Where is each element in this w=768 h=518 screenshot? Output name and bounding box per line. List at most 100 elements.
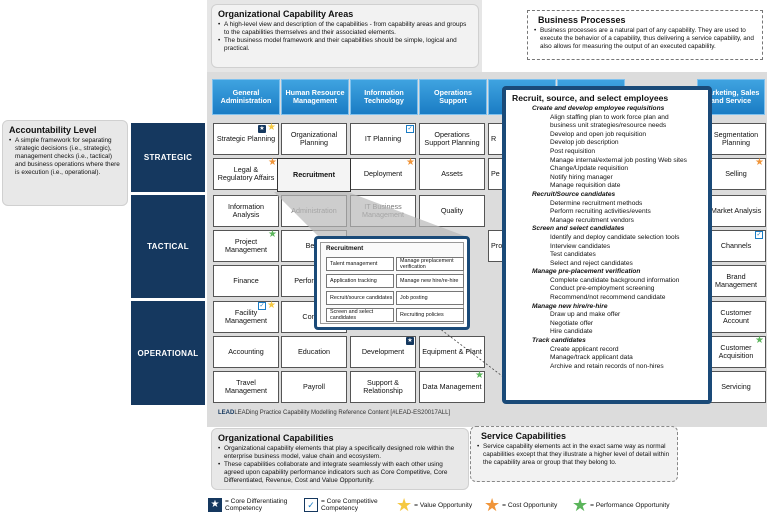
- process-list: Create and develop employee requisitions…: [506, 105, 708, 371]
- cell-payroll[interactable]: Payroll: [281, 371, 347, 403]
- performance-star-icon: ★: [475, 370, 484, 381]
- org-capabilities-bullet: These capabilities collaborate and integ…: [218, 461, 462, 485]
- process-step: Hire candidate: [550, 328, 593, 336]
- process-step: Develop and open job requisition: [550, 130, 647, 138]
- process-step: Complete candidate background informatio…: [550, 276, 680, 284]
- cell-development[interactable]: Development: [350, 336, 416, 368]
- row-band-strategic: STRATEGIC: [131, 123, 205, 192]
- org-capabilities-note: Organizational Capabilities Organization…: [211, 428, 469, 490]
- process-step: business unit strategies/resource needs: [550, 122, 667, 130]
- cell-it-planning[interactable]: IT Planning: [350, 123, 416, 155]
- star-icon: ★: [572, 495, 589, 515]
- column-header-general-administration[interactable]: General Administration: [212, 79, 280, 115]
- cell-legal-regulatory[interactable]: Legal & Regulatory Affairs: [213, 158, 279, 190]
- capability-areas-bullet: The business model framework and their c…: [218, 37, 472, 53]
- column-header-information-technology[interactable]: Information Technology: [350, 79, 418, 115]
- legend-core-competitive: ✓ = Core Competitive Competency: [304, 498, 391, 512]
- column-header-human-resource[interactable]: Human Resource Management: [281, 79, 349, 115]
- process-step: Identify and deploy candidate selection …: [550, 233, 680, 241]
- process-popup: Recruit, source, and select employees Cr…: [502, 86, 712, 404]
- recruitment-service-title: Recruitment: [326, 245, 364, 252]
- capability-areas-bullet: A high-level view and description of the…: [218, 21, 472, 37]
- cell-brand-management[interactable]: Brand Management: [706, 265, 766, 297]
- service-manage-preplacement[interactable]: Manage preplacement verification: [396, 257, 464, 271]
- footer-logo: LEAD: [218, 410, 235, 416]
- row-band-tactical: TACTICAL: [131, 195, 205, 298]
- process-popup-title: Recruit, source, and select employees: [512, 93, 669, 103]
- performance-star-icon: ★: [268, 229, 277, 240]
- process-step: Manage/track applicant data: [550, 354, 633, 362]
- core-competitive-icon: ✓: [755, 231, 763, 239]
- star-icon: ★: [396, 495, 413, 515]
- process-step: Perform recruiting activities/events: [550, 208, 651, 216]
- process-section: Recruit/Source candidates: [532, 190, 616, 198]
- cell-support-relationship[interactable]: Support & Relationship: [350, 371, 416, 403]
- cell-segmentation-planning[interactable]: Segmentation Planning: [706, 123, 766, 155]
- legend-label: = Value Opportunity: [414, 501, 473, 509]
- cell-strategic-planning[interactable]: Strategic Planning: [213, 123, 279, 155]
- legend-performance-opportunity: ★ = Performance Opportunity: [572, 495, 670, 515]
- org-capabilities-bullet: Organizational capability elements that …: [218, 445, 462, 461]
- value-star-icon: ★: [267, 122, 276, 133]
- cell-recruitment[interactable]: Recruitment: [277, 158, 351, 192]
- cell-information-analysis[interactable]: Information Analysis: [213, 195, 279, 227]
- star-icon: ★: [484, 495, 501, 515]
- row-band-operational: OPERATIONAL: [131, 301, 205, 405]
- cell-assets[interactable]: Assets: [419, 158, 485, 190]
- service-capabilities-title: Service Capabilities: [481, 431, 567, 441]
- column-header-operations-support[interactable]: Operations Support: [419, 79, 487, 115]
- cell-data-management[interactable]: Data Management: [419, 371, 485, 403]
- legend-label: = Core Differentiating Competency: [225, 498, 288, 512]
- legend-value-opportunity: ★ = Value Opportunity: [396, 495, 473, 515]
- cell-servicing[interactable]: Servicing: [706, 371, 766, 403]
- cost-star-icon: ★: [406, 157, 415, 168]
- check-square-icon: ✓: [304, 498, 318, 512]
- cell-customer-account[interactable]: Customer Account: [706, 301, 766, 333]
- cell-operations-support-planning[interactable]: Operations Support Planning: [419, 123, 485, 155]
- process-step: Recommend/not recommend candidate: [550, 294, 666, 302]
- process-step: Create applicant record: [550, 345, 619, 353]
- accountability-note: Accountability Level A simple framework …: [2, 120, 128, 206]
- cell-equipment-plant[interactable]: Equipment & Plant: [419, 336, 485, 368]
- service-capabilities-note: Service Capabilities Service capability …: [470, 426, 678, 482]
- star-square-icon: ★: [208, 498, 222, 512]
- footer-reference-text: LEADing Practice Capability Modelling Re…: [234, 410, 451, 416]
- service-recruiting-policies[interactable]: Recruiting policies: [396, 308, 464, 322]
- cost-star-icon: ★: [268, 157, 277, 168]
- service-capabilities-bullet: Service capability elements act in the e…: [477, 443, 671, 467]
- process-step: Manage internal/external job posting Web…: [550, 156, 687, 164]
- cell-finance[interactable]: Finance: [213, 265, 279, 297]
- service-screen-select[interactable]: Screen and select candidates: [326, 308, 394, 322]
- process-step: Test candidates: [550, 251, 596, 259]
- org-capabilities-title: Organizational Capabilities: [218, 433, 334, 443]
- service-talent-management[interactable]: Talent management: [326, 257, 394, 271]
- accountability-title: Accountability Level: [9, 125, 97, 135]
- cell-quality[interactable]: Quality: [419, 195, 485, 227]
- accountability-bullet: A simple framework for separating strate…: [9, 137, 121, 177]
- process-step: Notify hiring manager: [550, 173, 613, 181]
- cell-selling[interactable]: Selling: [706, 158, 766, 190]
- process-step: Conduct pre-employment screening: [550, 285, 655, 293]
- business-processes-note: Business Processes Business processes ar…: [527, 10, 763, 60]
- performance-star-icon: ★: [755, 335, 764, 346]
- cell-project-management[interactable]: Project Management: [213, 230, 279, 262]
- capability-areas-title: Organizational Capability Areas: [218, 9, 354, 19]
- process-section: Manage pre-placement verification: [532, 268, 641, 276]
- cell-market-analysis[interactable]: Market Analysis: [706, 195, 766, 227]
- legend-label: = Performance Opportunity: [590, 501, 670, 509]
- cell-organizational-planning[interactable]: Organizational Planning: [281, 123, 347, 155]
- process-step: Change/Update requisition: [550, 165, 629, 173]
- cell-travel-management[interactable]: Travel Management: [213, 371, 279, 403]
- legend-core-differentiating: ★ = Core Differentiating Competency: [208, 498, 295, 512]
- process-step: Determine recruitment methods: [550, 199, 643, 207]
- cell-education[interactable]: Education: [281, 336, 347, 368]
- service-recruit-source[interactable]: Recruit/source candidates: [326, 291, 394, 305]
- service-manage-new-hire[interactable]: Manage new hire/re-hire: [396, 274, 464, 288]
- cell-facility-management[interactable]: Facility Management: [213, 301, 279, 333]
- cell-deployment[interactable]: Deployment: [350, 158, 416, 190]
- service-job-posting[interactable]: Job posting: [396, 291, 464, 305]
- process-step: Negotiate offer: [550, 319, 594, 327]
- service-application-tracking[interactable]: Application tracking: [326, 274, 394, 288]
- cell-accounting[interactable]: Accounting: [213, 336, 279, 368]
- process-step: Manage recruitment vendors: [550, 216, 634, 224]
